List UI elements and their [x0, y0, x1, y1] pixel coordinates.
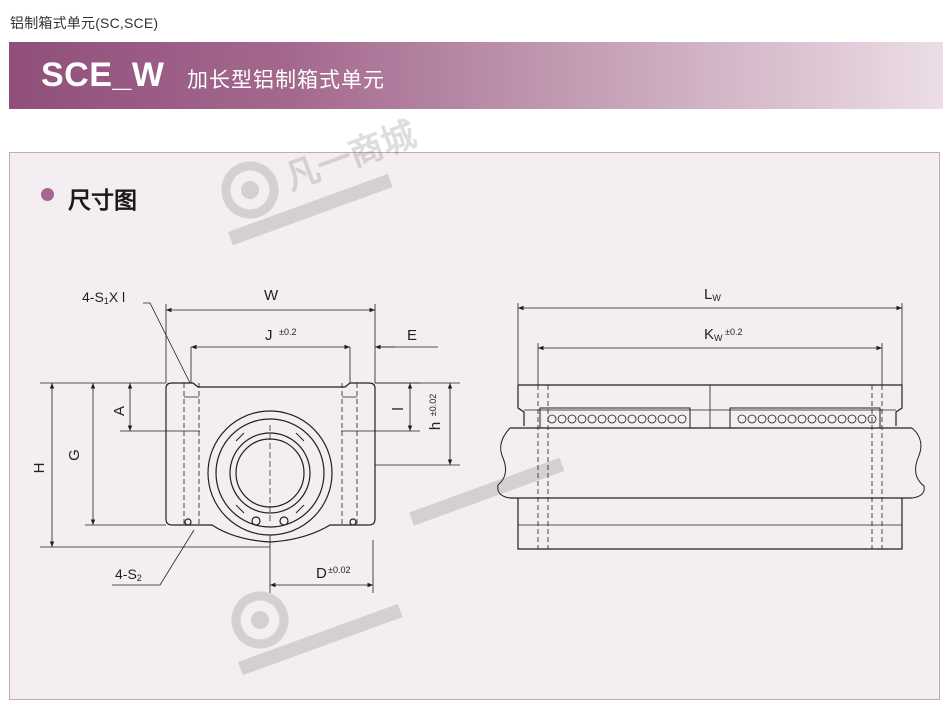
ball [797, 414, 807, 424]
label-l: l [390, 407, 407, 410]
ball-rows [547, 414, 877, 424]
label-4-s1: 4-S1X l [82, 289, 125, 306]
section-title: 尺寸图 [68, 187, 137, 213]
ball [817, 414, 827, 424]
breadcrumb: 铝制箱式单元(SC,SCE) [10, 15, 159, 31]
ball [567, 414, 577, 424]
ball [657, 414, 667, 424]
label-h-center: h [427, 422, 444, 430]
label-w: W [264, 287, 279, 304]
front-dimensions [40, 302, 460, 593]
ball [627, 414, 637, 424]
ball [867, 414, 877, 424]
title-banner: SCE_W 加长型铝制箱式单元 [9, 42, 943, 109]
ball [617, 414, 627, 424]
ball [747, 414, 757, 424]
label-d-tolerance: ±0.02 [328, 565, 350, 575]
ball [837, 414, 847, 424]
ball [787, 414, 797, 424]
ball [547, 414, 557, 424]
side-labels: LW KW ±0.2 [704, 286, 742, 343]
section-bullet-icon [41, 188, 54, 201]
label-j: J [265, 327, 273, 344]
drawing-panel [9, 152, 940, 700]
label-kw: KW [704, 326, 723, 343]
ball [757, 414, 767, 424]
product-code: SCE_W [41, 56, 165, 94]
ball [857, 414, 867, 424]
ball [647, 414, 657, 424]
housing-outline [165, 382, 376, 543]
ball [847, 414, 857, 424]
front-view [165, 382, 376, 543]
label-j-tolerance: ±0.2 [279, 327, 296, 337]
ball [737, 414, 747, 424]
label-e: E [407, 327, 417, 344]
label-4-s2: 4-S2 [115, 566, 142, 583]
side-housing [517, 384, 903, 426]
side-dimensions [517, 303, 903, 385]
label-h-tolerance: ±0.02 [428, 394, 438, 416]
product-title: 加长型铝制箱式单元 [187, 69, 385, 92]
ball [607, 414, 617, 424]
ball [767, 414, 777, 424]
side-view [497, 384, 925, 550]
label-kw-tolerance: ±0.2 [725, 327, 742, 337]
shaft [510, 427, 912, 499]
ball [807, 414, 817, 424]
ball [677, 414, 687, 424]
ball [557, 414, 567, 424]
label-d: D [316, 565, 327, 582]
ball [637, 414, 647, 424]
label-g: G [66, 449, 83, 461]
ball [827, 414, 837, 424]
ball [577, 414, 587, 424]
front-labels: 4-S1X l W J ±0.2 E A H G l h ±0.02 D ±0.… [31, 287, 444, 583]
watermark-text: 凡一商城 [280, 115, 421, 197]
label-lw: LW [704, 286, 721, 303]
label-a: A [111, 406, 128, 416]
watermark: 凡一商城 [221, 115, 565, 676]
label-h-height: H [31, 463, 48, 474]
ball [597, 414, 607, 424]
ball [777, 414, 787, 424]
ball [587, 414, 597, 424]
ball [667, 414, 677, 424]
